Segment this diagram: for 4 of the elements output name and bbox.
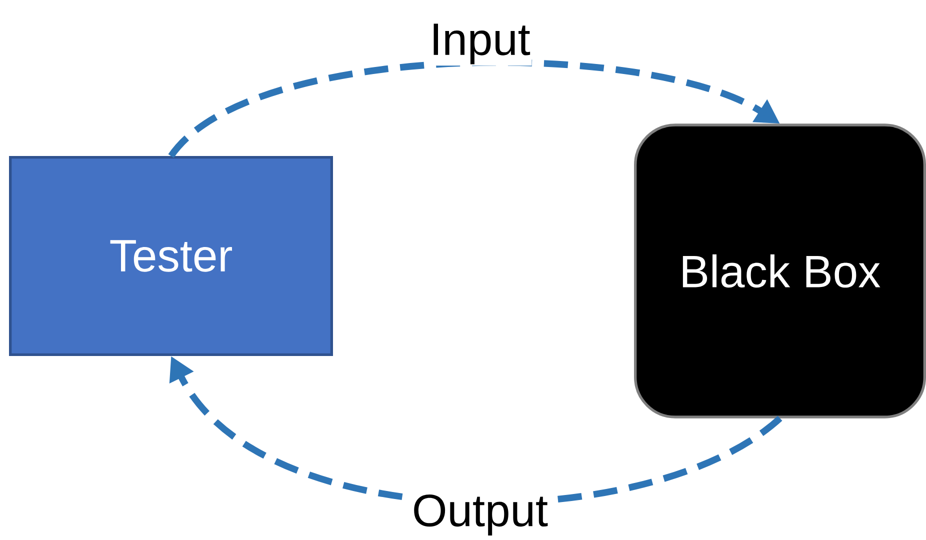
rounded-box: Black Box bbox=[634, 124, 926, 418]
process-box: Tester bbox=[9, 156, 333, 356]
edge-label: Output bbox=[410, 493, 550, 537]
edge-label: Input bbox=[428, 22, 532, 66]
